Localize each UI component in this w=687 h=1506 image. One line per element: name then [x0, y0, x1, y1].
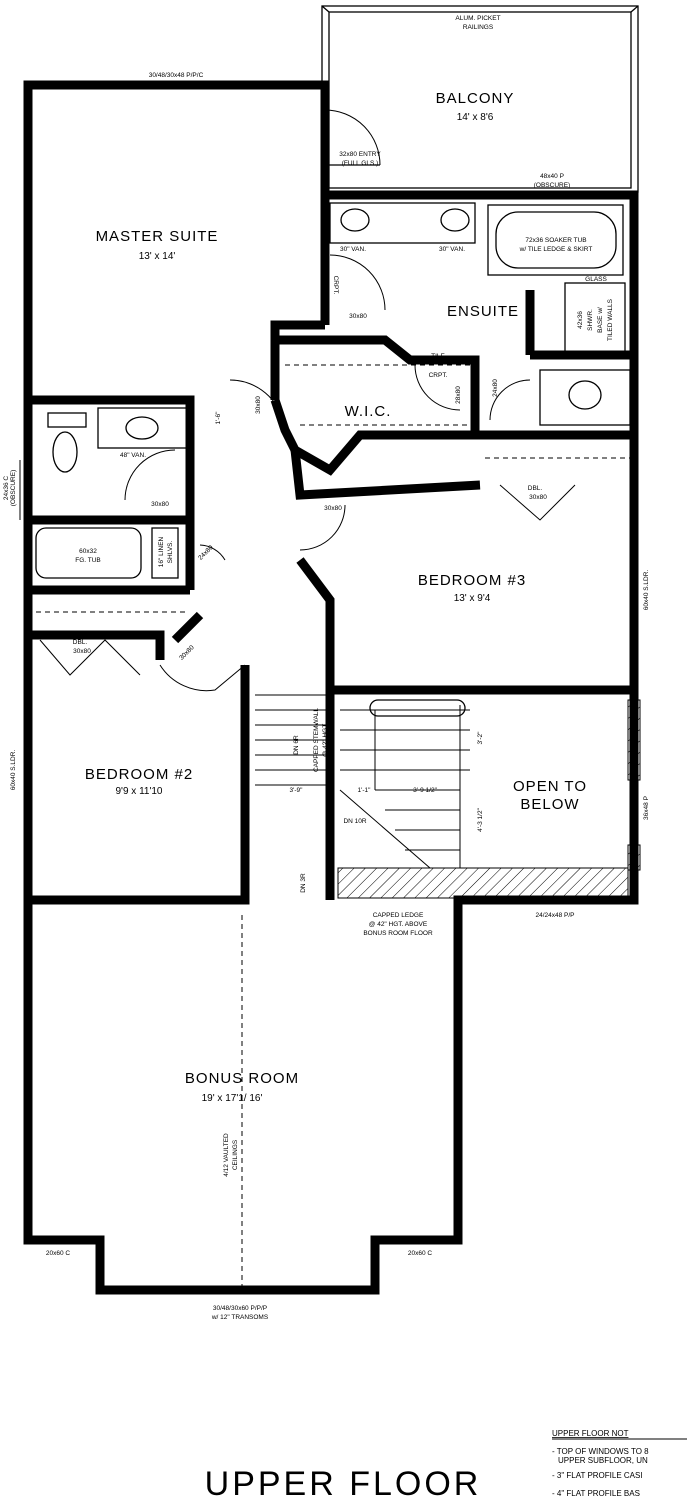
bottom-window-2: w/ 12" TRANSOMS — [211, 1314, 269, 1321]
dbl-b2-b: 30x80 — [73, 648, 91, 655]
vanity-a: 30" VAN. — [340, 246, 366, 253]
railings-label-2: RAILINGS — [463, 24, 494, 31]
door-2480: 24x80 — [492, 379, 499, 397]
fg-tub-1: 60x32 — [79, 548, 97, 555]
dim-3-2: 3'-2" — [477, 731, 484, 745]
bedroom2-dims: 9'9 x 11'10 — [115, 786, 162, 797]
vaulted-1: 4/12 VAULTED — [223, 1133, 230, 1177]
dim-3-9: 3'-9" — [290, 787, 304, 794]
dbl-b3-b: 30x80 — [529, 494, 547, 501]
entry-label-2: (FULL GLS.) — [342, 160, 379, 167]
bedroom2-name: BEDROOM #2 — [85, 766, 193, 783]
door-3080-b: 30x80 — [255, 396, 262, 414]
bottom-window-1: 30/48/30x60 P/P/P — [213, 1305, 267, 1312]
bonus-room-name: BONUS ROOM — [185, 1070, 299, 1087]
windows — [19, 80, 639, 1295]
master-suite-name: MASTER SUITE — [96, 228, 219, 245]
ensuite-name: ENSUITE — [447, 303, 519, 320]
door-3080-c: 30x80 — [151, 501, 169, 508]
bedroom3-window: 60x40 S.LDR. — [643, 570, 650, 611]
dbl-b2-a: DBL. — [73, 639, 88, 646]
dim-3-9-half: 3'-9 1/2" — [413, 787, 437, 794]
vanity-48: 48" VAN. — [120, 452, 146, 459]
dn-3r: DN 3R — [300, 873, 307, 893]
note-3: - 4" FLAT PROFILE BAS — [552, 1489, 640, 1498]
crpt-label: CRPT. — [332, 276, 339, 295]
bath-fixtures — [35, 407, 191, 579]
linen-2: SHLVS. — [167, 540, 174, 563]
wic-name: W.I.C. — [345, 403, 392, 420]
door-3080-a: 30x80 — [349, 313, 367, 320]
closet-shelves — [36, 364, 630, 1290]
balcony-window-2: (OBSCURE) — [534, 182, 570, 189]
open-below-line2: BELOW — [520, 796, 579, 813]
plan-title: UPPER FLOOR — [205, 1465, 482, 1503]
dn-6r: DN 6R — [293, 735, 300, 755]
shower-label-2: SHWR. — [587, 309, 594, 331]
note-2: - 3" FLAT PROFILE CASI — [552, 1471, 643, 1480]
ledge-3: BONUS ROOM FLOOR — [363, 930, 433, 937]
vaulted-2: CEILINGS — [232, 1139, 239, 1170]
dim-4-3: 4'-3 1/2" — [477, 807, 484, 831]
open-below-window: 36x48 P — [643, 796, 650, 820]
top-window-label: 30/48/30x48 P/P/C — [149, 72, 204, 79]
door-3080-e: 30x80 — [178, 644, 196, 662]
balcony-window-1: 48x40 P — [540, 173, 564, 180]
bonus-window-right: 20x60 C — [408, 1250, 433, 1257]
shower-label-4: TILED WALLS — [607, 298, 614, 341]
door-3080-d: 30x80 — [324, 505, 342, 512]
ledge-window: 24/24x48 P/P — [535, 912, 574, 919]
doors — [39, 109, 576, 692]
shower-label-1: 42x36 — [577, 311, 584, 329]
interior-walls — [28, 195, 634, 905]
open-below-line1: OPEN TO — [513, 778, 587, 795]
exterior-walls — [23, 80, 639, 1295]
tub-label-2: w/ TILE LEDGE & SKIRT — [519, 246, 593, 253]
bonus-room-dims: 19' x 17'1/ 16' — [202, 1093, 263, 1104]
ledge-1: CAPPED LEDGE — [373, 912, 424, 919]
tub-label-1: 72x36 SOAKER TUB — [525, 237, 586, 244]
ledge-2: @ 42" HGT. ABOVE — [369, 921, 428, 928]
bedroom2-window: 60x40 S.LDR. — [10, 750, 17, 791]
dn-10r: DN 10R — [343, 818, 366, 825]
door-2480-b: 24x80 — [197, 544, 215, 562]
bedroom3-dims: 13' x 9'4 — [454, 593, 491, 604]
railings-label-1: ALUM. PICKET — [455, 15, 500, 22]
stemwall-2: @ 42" HGT. — [322, 723, 329, 758]
dim-1-6: 1'-6" — [215, 411, 222, 425]
tile-label: TILE — [431, 353, 445, 360]
entry-label-1: 32x80 ENTRY — [339, 151, 381, 158]
glass-label: GLASS — [585, 276, 607, 283]
master-suite-dims: 13' x 14' — [139, 251, 176, 262]
dim-1-1: 1'-1" — [358, 787, 372, 794]
stairs — [255, 694, 641, 899]
door-2880: 28x80 — [455, 386, 462, 404]
balcony-dims: 14' x 8'6 — [457, 112, 494, 123]
bedroom3-name: BEDROOM #3 — [418, 572, 526, 589]
fg-tub-2: FG. TUB — [75, 557, 101, 564]
stemwall-1: CAPPED STEMWALL — [313, 708, 320, 772]
linen-1: 16" LINEN — [158, 536, 165, 567]
dbl-b3-a: DBL. — [528, 485, 543, 492]
crpt-label-2: CRPT. — [429, 372, 448, 379]
shower-label-3: BASE w/ — [597, 307, 604, 333]
balcony-name: BALCONY — [436, 90, 515, 107]
bonus-window-left: 20x60 C — [46, 1250, 71, 1257]
ensuite-fixtures — [329, 202, 631, 426]
bath-window-2: (OBSCURE) — [10, 470, 17, 506]
bath-window-1: 24x36 C — [3, 476, 10, 501]
note-1b: UPPER SUBFLOOR, UN — [558, 1456, 648, 1465]
vanity-b: 30" VAN. — [439, 246, 465, 253]
note-1a: - TOP OF WINDOWS TO 8 — [552, 1447, 649, 1456]
notes-header: UPPER FLOOR NOT — [552, 1429, 629, 1438]
